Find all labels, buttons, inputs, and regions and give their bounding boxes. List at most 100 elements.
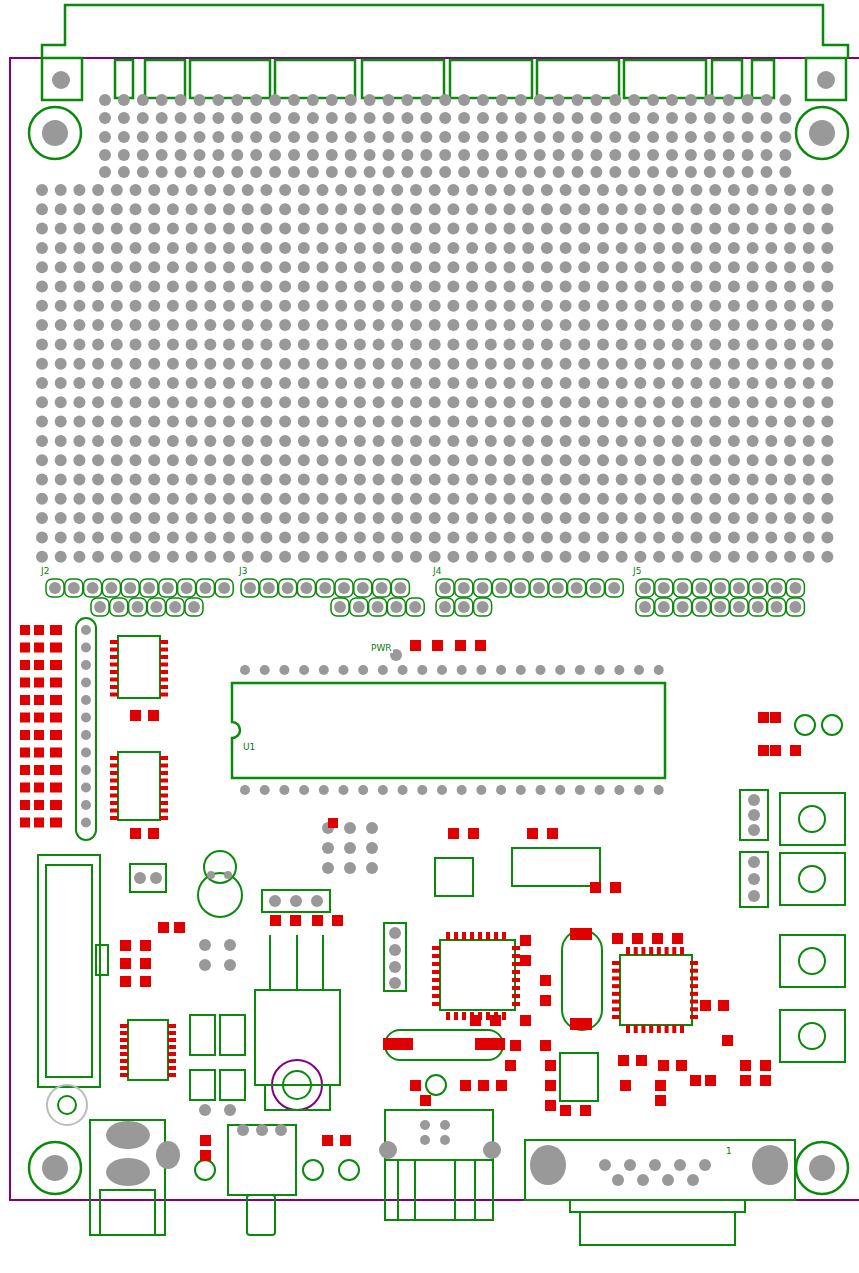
proto-hole [111,242,123,254]
proto-hole [307,166,319,178]
proto-hole [410,338,422,350]
proto-hole [534,149,546,161]
proto-hole [279,223,291,235]
proto-hole [616,338,628,350]
proto-hole [447,493,459,505]
proto-hole [223,377,235,389]
header-pin [749,579,767,597]
proto-hole [765,203,777,215]
proto-hole [317,338,329,350]
dip-pin [279,665,289,675]
proto-hole [709,435,721,447]
smd-pad [50,643,62,653]
proto-hole [429,512,441,524]
proto-hole [541,512,553,524]
proto-hole [765,493,777,505]
proto-hole [298,358,310,370]
proto-hole [653,242,665,254]
proto-hole [317,416,329,428]
proto-hole [747,184,759,196]
proto-hole [410,531,422,543]
proto-hole [73,338,85,350]
smd-pad [760,1075,771,1086]
header-hole [658,582,670,594]
header-hole [771,601,783,613]
proto-hole [504,416,516,428]
dip-pin [575,665,585,675]
proto-hole [597,377,609,389]
proto-hole [784,281,796,293]
proto-hole [410,203,422,215]
proto-hole [821,396,833,408]
header-hole [752,601,764,613]
proto-hole [317,281,329,293]
proto-hole [279,203,291,215]
proto-hole [691,474,703,486]
proto-hole [821,531,833,543]
qfp-pin [432,970,440,974]
proto-hole [204,416,216,428]
header-pin [91,598,109,616]
header-hole [376,582,388,594]
proto-hole [148,319,160,331]
proto-hole [784,396,796,408]
proto-hole [175,149,187,161]
proto-hole [522,281,534,293]
proto-hole [194,94,206,106]
proto-hole [560,319,572,331]
proto-hole [130,512,142,524]
ic-pin [160,640,168,644]
proto-hole [373,203,385,215]
proto-hole [578,512,590,524]
proto-hole [175,94,187,106]
proto-hole [653,416,665,428]
header-pin [692,579,710,597]
proto-hole [504,338,516,350]
proto-hole [429,493,441,505]
proto-hole [784,300,796,312]
proto-hole [212,166,224,178]
proto-hole [578,261,590,273]
proto-hole [485,512,497,524]
proto-hole [186,184,198,196]
dip-pin [614,785,624,795]
proto-hole [747,454,759,466]
proto-hole [354,474,366,486]
proto-hole [560,281,572,293]
proto-hole [223,551,235,563]
proto-hole [391,281,403,293]
proto-hole [36,512,48,524]
proto-hole [560,358,572,370]
pin-headers [46,579,804,616]
proto-hole [391,551,403,563]
proto-hole [335,319,347,331]
proto-hole [784,474,796,486]
header-pin [406,598,424,616]
proto-hole [728,358,740,370]
proto-hole [429,531,441,543]
proto-hole [92,242,104,254]
proto-hole [560,474,572,486]
dip-pin [555,665,565,675]
proto-hole [242,512,254,524]
proto-hole [223,319,235,331]
proto-hole [466,512,478,524]
proto-hole [590,94,602,106]
proto-hole [55,261,67,273]
proto-hole [92,396,104,408]
header-hole [639,601,651,613]
proto-hole [447,358,459,370]
proto-hole [212,112,224,124]
proto-hole [647,94,659,106]
proto-hole [99,131,111,143]
proto-hole [111,435,123,447]
proto-hole [186,223,198,235]
proto-hole [560,377,572,389]
header-pin [786,579,804,597]
proto-hole [578,223,590,235]
proto-hole [685,149,697,161]
qfp-pin [690,992,698,996]
ic-pin [120,1038,128,1042]
proto-hole [609,112,621,124]
proto-hole [279,531,291,543]
